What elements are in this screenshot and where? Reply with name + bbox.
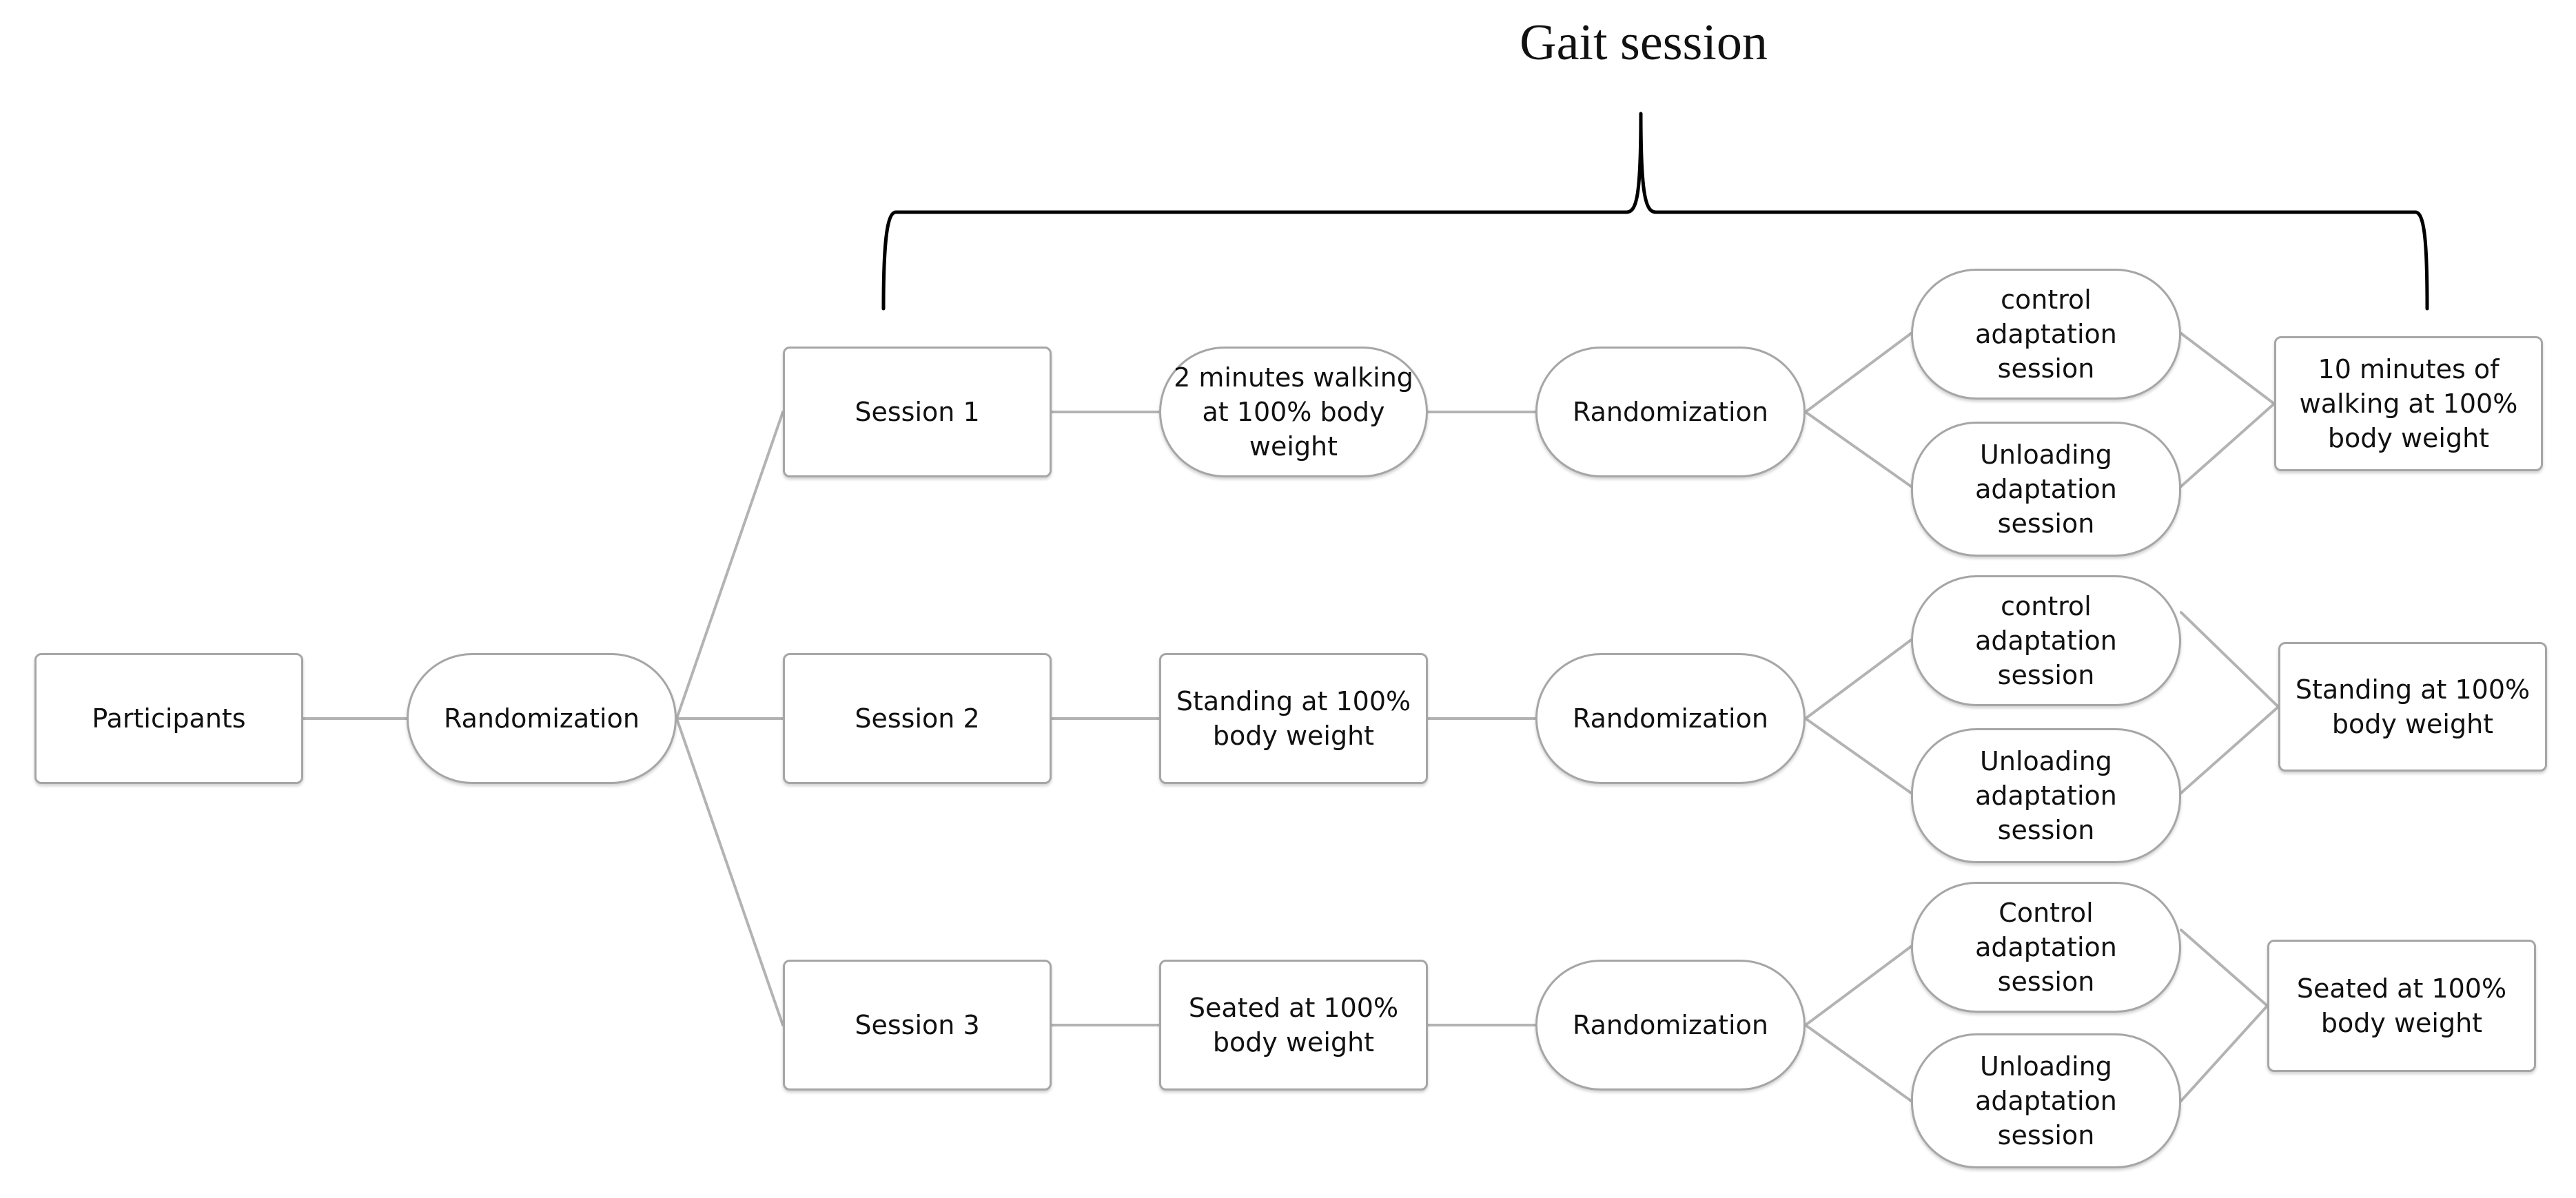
connector-rand2-unloading xyxy=(1804,717,1912,794)
connector-rand3-control xyxy=(1804,945,1912,1026)
randomization-main-box: Randomization xyxy=(407,653,677,784)
session3-randomization-box: Randomization xyxy=(1535,960,1806,1091)
participants-box: Participants xyxy=(34,653,303,784)
session2-box: Session 2 xyxy=(783,653,1052,784)
connector-unloading2-post xyxy=(2180,705,2280,794)
connector-rand1-unloading xyxy=(1804,411,1912,488)
connector-unloading3-post xyxy=(2180,1004,2269,1102)
session1-randomization-box: Randomization xyxy=(1535,347,1806,477)
session1-control-adaptation: control adaptation session xyxy=(1911,269,2181,400)
diagram-title: Gait session xyxy=(1520,14,1768,71)
session2-unloading-adaptation: Unloading adaptation session xyxy=(1911,728,2181,863)
session2-post-condition: Standing at 100% body weight xyxy=(2278,642,2547,772)
connector-rand1-control xyxy=(1804,332,1912,413)
session3-unloading-adaptation: Unloading adaptation session xyxy=(1911,1033,2181,1168)
connector-randomization-session1 xyxy=(675,411,784,720)
connector-randomization-session3 xyxy=(675,717,784,1026)
session2-control-adaptation: control adaptation session xyxy=(1911,575,2181,706)
connector-unloading1-post xyxy=(2180,402,2276,488)
connector-control1-post xyxy=(2180,332,2276,405)
session2-randomization-box: Randomization xyxy=(1535,653,1806,784)
session3-pre-condition: Seated at 100% body weight xyxy=(1159,960,1428,1091)
connector-control2-post xyxy=(2180,611,2280,708)
session1-unloading-adaptation: Unloading adaptation session xyxy=(1911,422,2181,557)
session1-post-condition: 10 minutes of walking at 100% body weigh… xyxy=(2274,336,2543,471)
connector-rand2-control xyxy=(1804,639,1912,720)
session3-box: Session 3 xyxy=(783,960,1052,1091)
session3-control-adaptation: Control adaptation session xyxy=(1911,882,2181,1013)
session3-post-condition: Seated at 100% body weight xyxy=(2267,940,2536,1072)
session2-pre-condition: Standing at 100% body weight xyxy=(1159,653,1428,784)
session1-box: Session 1 xyxy=(783,347,1052,477)
session1-pre-condition: 2 minutes walking at 100% body weight xyxy=(1159,347,1428,477)
connector-control3-post xyxy=(2180,929,2269,1007)
connector-rand3-unloading xyxy=(1804,1024,1912,1102)
gait-session-brace xyxy=(881,112,2429,311)
